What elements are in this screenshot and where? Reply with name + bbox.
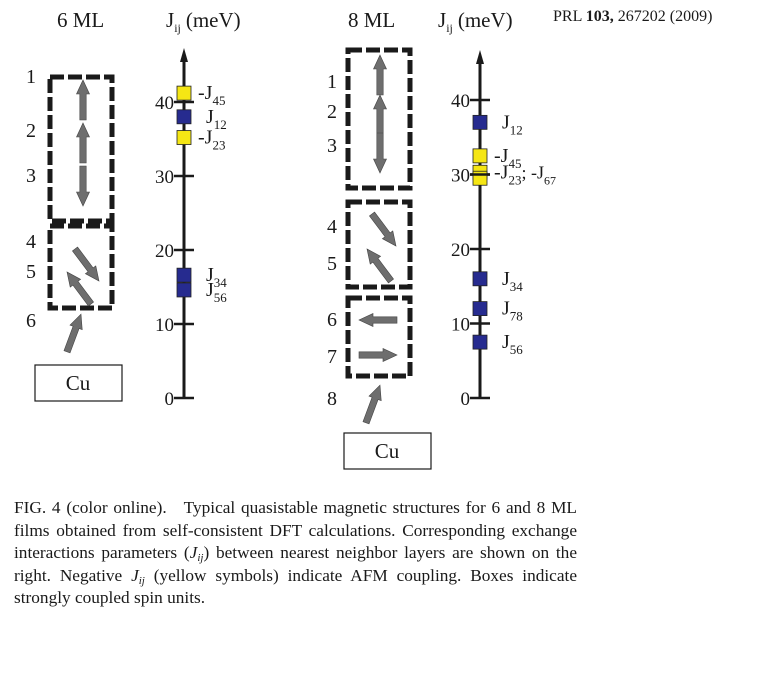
j-label: -J45 [494,145,521,171]
journal-header: PRL 103, 267202 (2009) [553,8,712,26]
coupled-unit-box-6-7 [345,295,413,379]
caption-text-3: (yellow symbols) indicate AFM coupling. … [14,565,577,608]
y-tick-label: 0 [165,389,175,410]
y-tick-label: 10 [451,315,470,336]
jij-symbol: Jij [189,543,204,564]
spin-arrow-up [373,94,387,136]
axis-label-sub: ij [446,21,453,35]
spin-arrow-up-right [362,384,382,425]
j-label: -J45 [198,82,225,108]
y-tick-label: 30 [451,166,470,187]
y-tick-label: 10 [155,315,174,336]
layer-label: 5 [26,261,36,283]
journal-page-year: 267202 (2009) [617,8,713,25]
panel-title-6ml: 6 ML [57,8,104,32]
panel-6ml: 6 ML Jij (meV) 1 2 3 4 5 6 Cu 0 10 20 30 40 -J45J12… [26,8,241,410]
spin-arrow-down [373,132,387,174]
j-label: J12 [206,106,227,132]
layer-label: 1 [26,66,36,88]
coupled-unit-box-1-3 [47,74,115,224]
axis-arrowhead-icon [476,50,484,64]
axis-label: J [438,8,446,32]
svg-text:Jij(meV): Jij (meV) [438,8,513,35]
j-label: -J23; -J67 [494,161,556,187]
spin-arrow-left [358,313,398,327]
panel-title-8ml: 8 ML [348,8,395,32]
j-label: -J23 [198,127,225,153]
figure-caption: FIG. 4 (color online). Typical quasistab… [14,497,577,610]
caption-text-2: ) between nearest neighbor layers are sh… [14,543,577,585]
layer-label: 6 [327,309,337,331]
j-marker-neg-45 [176,85,192,101]
y-tick-label: 40 [155,93,174,114]
substrate-label: Cu [66,371,91,395]
substrate-label: Cu [375,439,400,463]
axis-label-sub: ij [174,21,181,35]
layer-label: 7 [327,346,337,368]
y-tick-label: 30 [155,167,174,188]
j-marker-neg-45 [472,148,488,164]
spin-arrow-right [358,348,398,362]
layer-label: 2 [26,120,36,142]
jij-symbol: Jij [131,565,145,587]
axis-label: J [166,8,174,32]
j-marker-56 [176,282,192,298]
axis-title-8ml: Jij (meV) [438,8,513,35]
substrate-box-cu [343,432,432,470]
j-marker-34 [472,271,488,287]
spin-arrow-down-right [369,211,397,247]
spin-arrow-up-left [66,271,94,307]
axis-arrowhead-icon [180,48,188,62]
spin-arrow-down [76,165,90,207]
j-marker-neg-23 [176,130,192,145]
axis-unit: (meV) [186,8,241,32]
spin-arrow-up-right [63,313,83,354]
layer-label: 3 [327,135,337,157]
layer-label: 3 [26,165,36,187]
layer-label: 2 [327,101,337,123]
j-marker-78 [472,301,488,317]
coupled-unit-box-4-5 [345,199,413,290]
j-marker-56 [472,334,488,350]
layer-label: 8 [327,388,337,410]
y-tick-label: 20 [155,241,174,262]
y-tick-label: 0 [461,389,471,410]
layer-label: 1 [327,71,337,93]
svg-text:Jij(meV): Jij (meV) [166,8,241,35]
j-label: J56 [206,279,227,305]
j-label: J56 [502,331,523,357]
j-label: J34 [502,268,523,294]
layer-label: 4 [26,231,36,253]
axis-unit: (meV) [458,8,513,32]
axis-title-6ml: Jij (meV) [166,8,241,35]
journal-name: PRL [553,8,582,25]
journal-volume: 103, [585,8,614,25]
layer-label: 6 [26,310,36,332]
y-tick-label: 40 [451,91,470,112]
spin-arrow-up [373,54,387,96]
spin-arrow-up-left [366,248,394,284]
layer-label: 5 [327,253,337,275]
substrate-box-cu [34,364,123,402]
coupled-unit-box-4-5 [47,223,115,311]
y-tick-label: 20 [451,240,470,261]
spin-arrow-up [76,122,90,164]
coupled-unit-box-1-3 [345,47,413,191]
j-marker-12 [472,114,488,130]
spin-arrow-down-right [72,246,100,282]
j-label: J78 [502,298,523,324]
j-label: J34 [206,264,227,290]
j-marker-12 [176,109,192,125]
j-marker-34 [176,267,192,283]
j-label: J12 [502,111,523,137]
spin-arrow-up [76,79,90,121]
caption-text-1: Typical quasistable magnetic structures … [14,498,577,562]
layer-label: 4 [327,216,337,238]
figure-label: FIG. 4 (color online). [14,498,167,517]
